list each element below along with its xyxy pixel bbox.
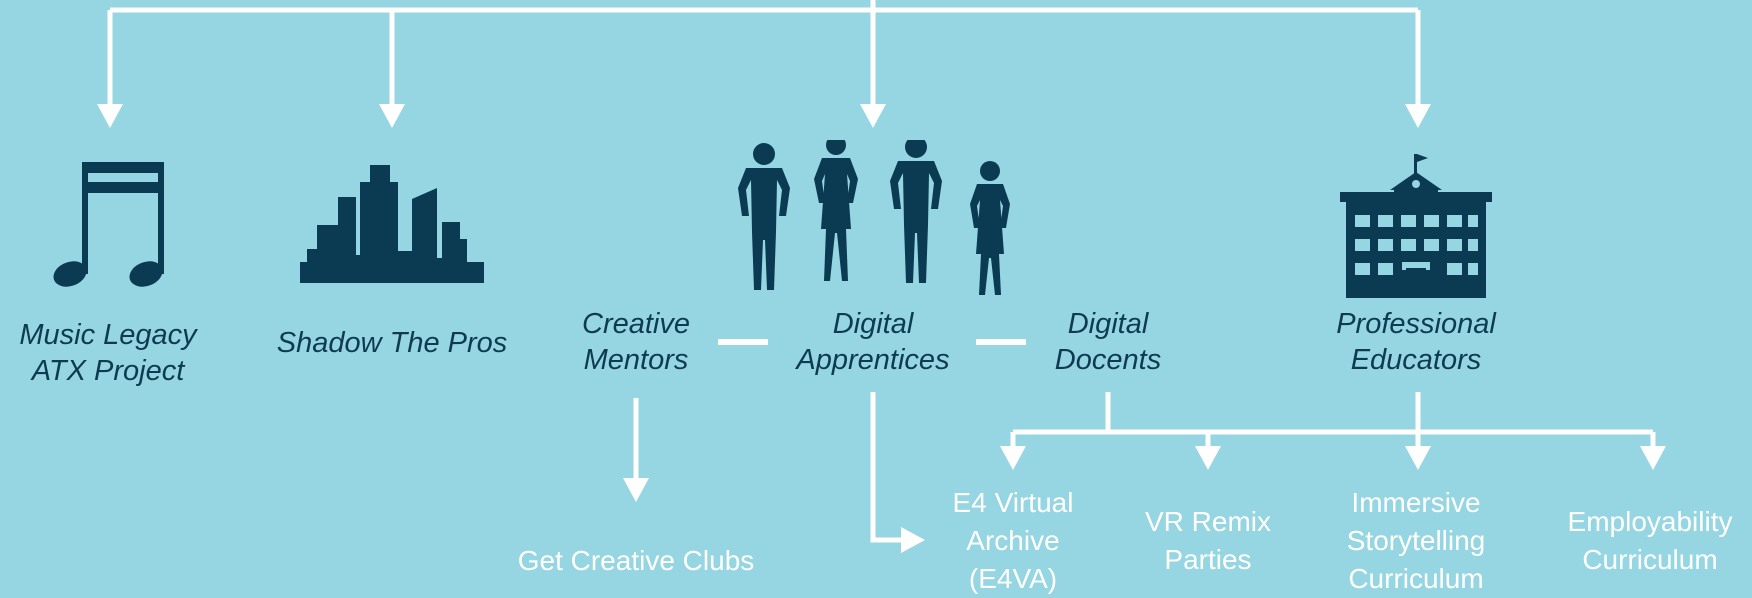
arrowhead-shadow bbox=[379, 104, 405, 128]
e4-virtual-archive-label: E4 Virtual Archive (E4VA) bbox=[953, 484, 1074, 598]
professional-educators-label-line1: Professional bbox=[1336, 308, 1496, 340]
digital-docents-label-line2: Docents bbox=[1054, 344, 1162, 376]
arrowhead-vr bbox=[1195, 446, 1221, 470]
arrowhead-employability bbox=[1640, 446, 1666, 470]
music-legacy-label-line1: Music Legacy bbox=[19, 319, 197, 351]
vr-remix-parties-label: VR Remix Parties bbox=[1145, 503, 1271, 579]
digital-apprentices-label: Digital Apprentices bbox=[796, 306, 949, 378]
employability-curriculum-label: Employability Curriculum bbox=[1568, 503, 1733, 579]
city-skyline-icon bbox=[300, 165, 484, 283]
connector-dash-left bbox=[718, 339, 768, 345]
e4-virtual-archive-line2: Archive bbox=[966, 525, 1060, 556]
digital-apprentices-label-line1: Digital bbox=[832, 308, 914, 340]
music-notes-icon bbox=[53, 162, 164, 287]
e4-virtual-archive-line3: (E4VA) bbox=[968, 563, 1058, 594]
people-silhouettes-icon bbox=[738, 140, 1010, 295]
employability-curriculum-line2: Curriculum bbox=[1582, 544, 1718, 575]
immersive-storytelling-line3: Curriculum bbox=[1348, 563, 1484, 594]
digital-apprentices-label-line2: Apprentices bbox=[796, 344, 950, 376]
creative-mentors-label-line1: Creative bbox=[582, 308, 690, 340]
vr-remix-parties-line1: VR Remix bbox=[1144, 506, 1272, 537]
creative-mentors-label: Creative Mentors bbox=[582, 306, 690, 378]
music-legacy-label-line2: ATX Project bbox=[31, 355, 185, 387]
arrowhead-educators bbox=[1405, 104, 1431, 128]
apprentices-to-archive-line bbox=[870, 392, 905, 543]
immersive-storytelling-label: Immersive Storytelling Curriculum bbox=[1347, 484, 1486, 598]
arrowhead-e4va bbox=[1000, 446, 1026, 470]
arrowhead-get-creative bbox=[623, 478, 649, 502]
arrowhead-music bbox=[97, 104, 123, 128]
arrowhead-apprentices bbox=[860, 104, 886, 128]
music-legacy-label: Music Legacy ATX Project bbox=[19, 317, 196, 389]
creative-mentors-label-line2: Mentors bbox=[583, 344, 689, 376]
get-creative-clubs-label: Get Creative Clubs bbox=[517, 545, 755, 576]
school-building-icon bbox=[1340, 154, 1492, 298]
digital-docents-label-line1: Digital bbox=[1067, 308, 1149, 340]
connector-dash-right bbox=[976, 339, 1026, 345]
vr-remix-parties-line2: Parties bbox=[1164, 544, 1252, 575]
e4-virtual-archive-line1: E4 Virtual bbox=[952, 487, 1074, 518]
digital-docents-label: Digital Docents bbox=[1055, 306, 1161, 378]
shadow-the-pros-label: Shadow The Pros bbox=[276, 327, 508, 359]
professional-educators-label: Professional Educators bbox=[1336, 306, 1496, 378]
professional-educators-label-line2: Educators bbox=[1350, 344, 1482, 376]
arrowhead-immersive bbox=[1405, 446, 1431, 470]
arrowhead-e4va-right bbox=[901, 527, 925, 553]
immersive-storytelling-line1: Immersive bbox=[1351, 487, 1481, 518]
immersive-storytelling-line2: Storytelling bbox=[1346, 525, 1486, 556]
employability-curriculum-line1: Employability bbox=[1567, 506, 1733, 537]
